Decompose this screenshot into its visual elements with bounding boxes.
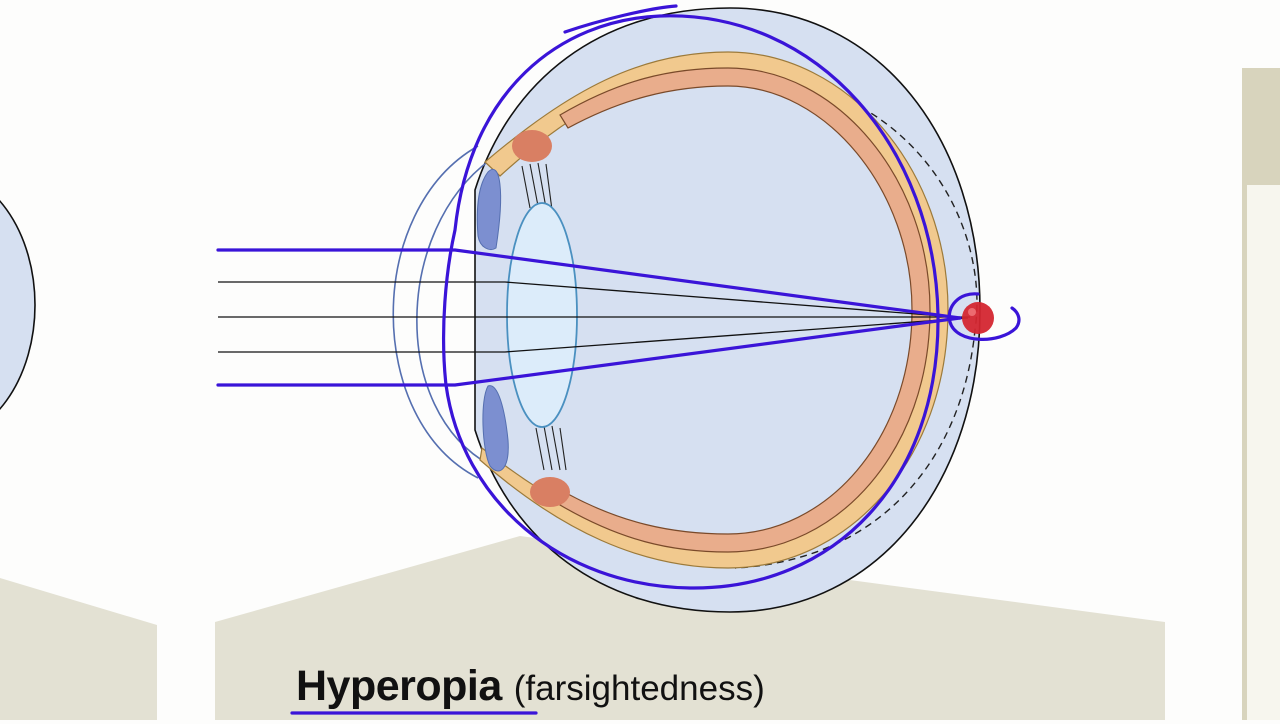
annotation-short-eyeball	[442, 14, 940, 590]
right-panel-inner	[1247, 185, 1280, 720]
background-panels	[0, 68, 1280, 720]
iris-bottom	[482, 385, 509, 472]
lens	[506, 202, 578, 428]
left-panel	[0, 578, 157, 720]
pen-annotations	[216, 4, 1021, 715]
zonule-fibers	[521, 162, 567, 471]
ray-1	[218, 281, 969, 319]
ray-3	[218, 317, 969, 353]
retina	[559, 67, 931, 553]
ciliary-body-bottom	[530, 477, 570, 507]
caption-term: Hyperopia	[296, 662, 502, 710]
left-eye-edge	[0, 200, 36, 410]
ciliary-body-top	[512, 130, 552, 162]
light-rays	[218, 281, 970, 353]
iris-top	[476, 169, 502, 250]
annotation-focus-circle	[947, 292, 1021, 341]
caption-gloss: (farsightedness)	[513, 669, 765, 708]
eyeball	[392, 7, 981, 613]
annotation-ray-bottom	[216, 316, 962, 387]
cornea-alt	[416, 159, 491, 466]
diagram-caption: Hyperopia (farsightedness)	[296, 658, 765, 714]
cornea-normal	[392, 145, 479, 479]
focal-point-highlight-icon	[968, 308, 976, 316]
annotation-ray-top	[216, 248, 962, 320]
focal-point-icon	[962, 302, 994, 334]
center-panel	[215, 536, 1165, 720]
annotation-top-scribble	[563, 4, 678, 34]
sclera	[474, 7, 981, 613]
